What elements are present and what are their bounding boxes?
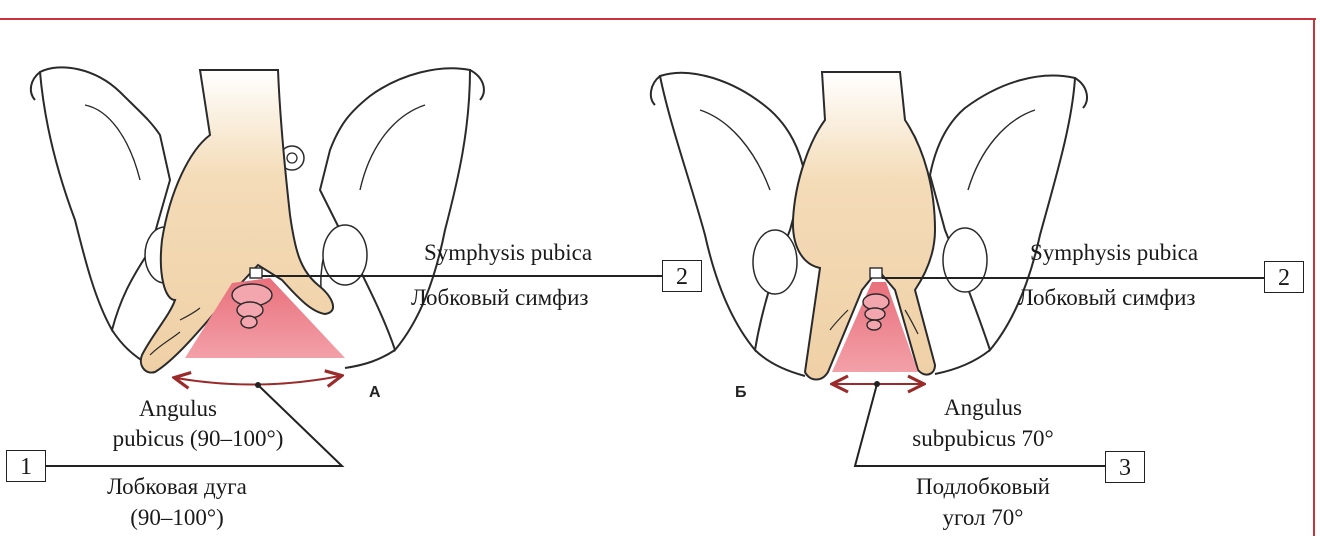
pelvis-b-left-wing bbox=[658, 71, 807, 353]
symphysis-a-marker bbox=[249, 267, 263, 279]
panel-b-angle-russian-1: Подлобковый bbox=[916, 474, 1050, 499]
pubic-arch-a-fill bbox=[185, 278, 345, 358]
panel-b-letter: Б bbox=[735, 384, 747, 401]
pelvis-b bbox=[649, 71, 1088, 377]
panel-a-angle-russian-1: Лобковая дуга bbox=[107, 474, 247, 499]
panel-a-letter: А bbox=[369, 384, 381, 401]
panel-b-angle-latin-2: subpubicus 70° bbox=[912, 426, 1054, 451]
coccyx-a bbox=[231, 283, 273, 329]
panel-a-symphysis-latin: Symphysis pubica bbox=[424, 240, 593, 265]
panel-a-symphysis-russian: Лобковый симфиз bbox=[411, 285, 589, 310]
panel-a-angle-latin-2: pubicus (90–100°) bbox=[112, 426, 284, 451]
panel-b-angle-russian-2: угол 70° bbox=[942, 505, 1024, 530]
pelvis-a-right-wing bbox=[318, 67, 472, 353]
frame-top-border bbox=[0, 18, 1316, 20]
panel-b-symphysis-russian: Лобковый симфиз bbox=[1018, 285, 1196, 310]
leader-3 bbox=[853, 383, 1105, 467]
panel-a-angle-number: 1 bbox=[6, 450, 46, 482]
panel-b-angle-latin-1: Angulus bbox=[944, 395, 1022, 420]
hand-a bbox=[139, 69, 335, 374]
panel-a-angle-russian-2: (90–100°) bbox=[130, 505, 224, 530]
panel-a-angle-latin-1: Angulus bbox=[139, 396, 217, 421]
pelvis-a-left-wing bbox=[38, 66, 172, 333]
symphysis-b-marker bbox=[869, 267, 883, 279]
leader-1 bbox=[46, 384, 345, 467]
coccyx-b bbox=[862, 293, 890, 331]
panel-b-symphysis-latin: Symphysis pubica bbox=[1030, 240, 1199, 265]
panel-b-symphysis-number: 2 bbox=[1264, 261, 1304, 293]
panel-b-angle-number: 3 bbox=[1105, 451, 1145, 483]
frame-right-border bbox=[1313, 18, 1315, 536]
hand-b bbox=[791, 71, 937, 381]
panel-a-symphysis-number: 2 bbox=[662, 260, 702, 292]
